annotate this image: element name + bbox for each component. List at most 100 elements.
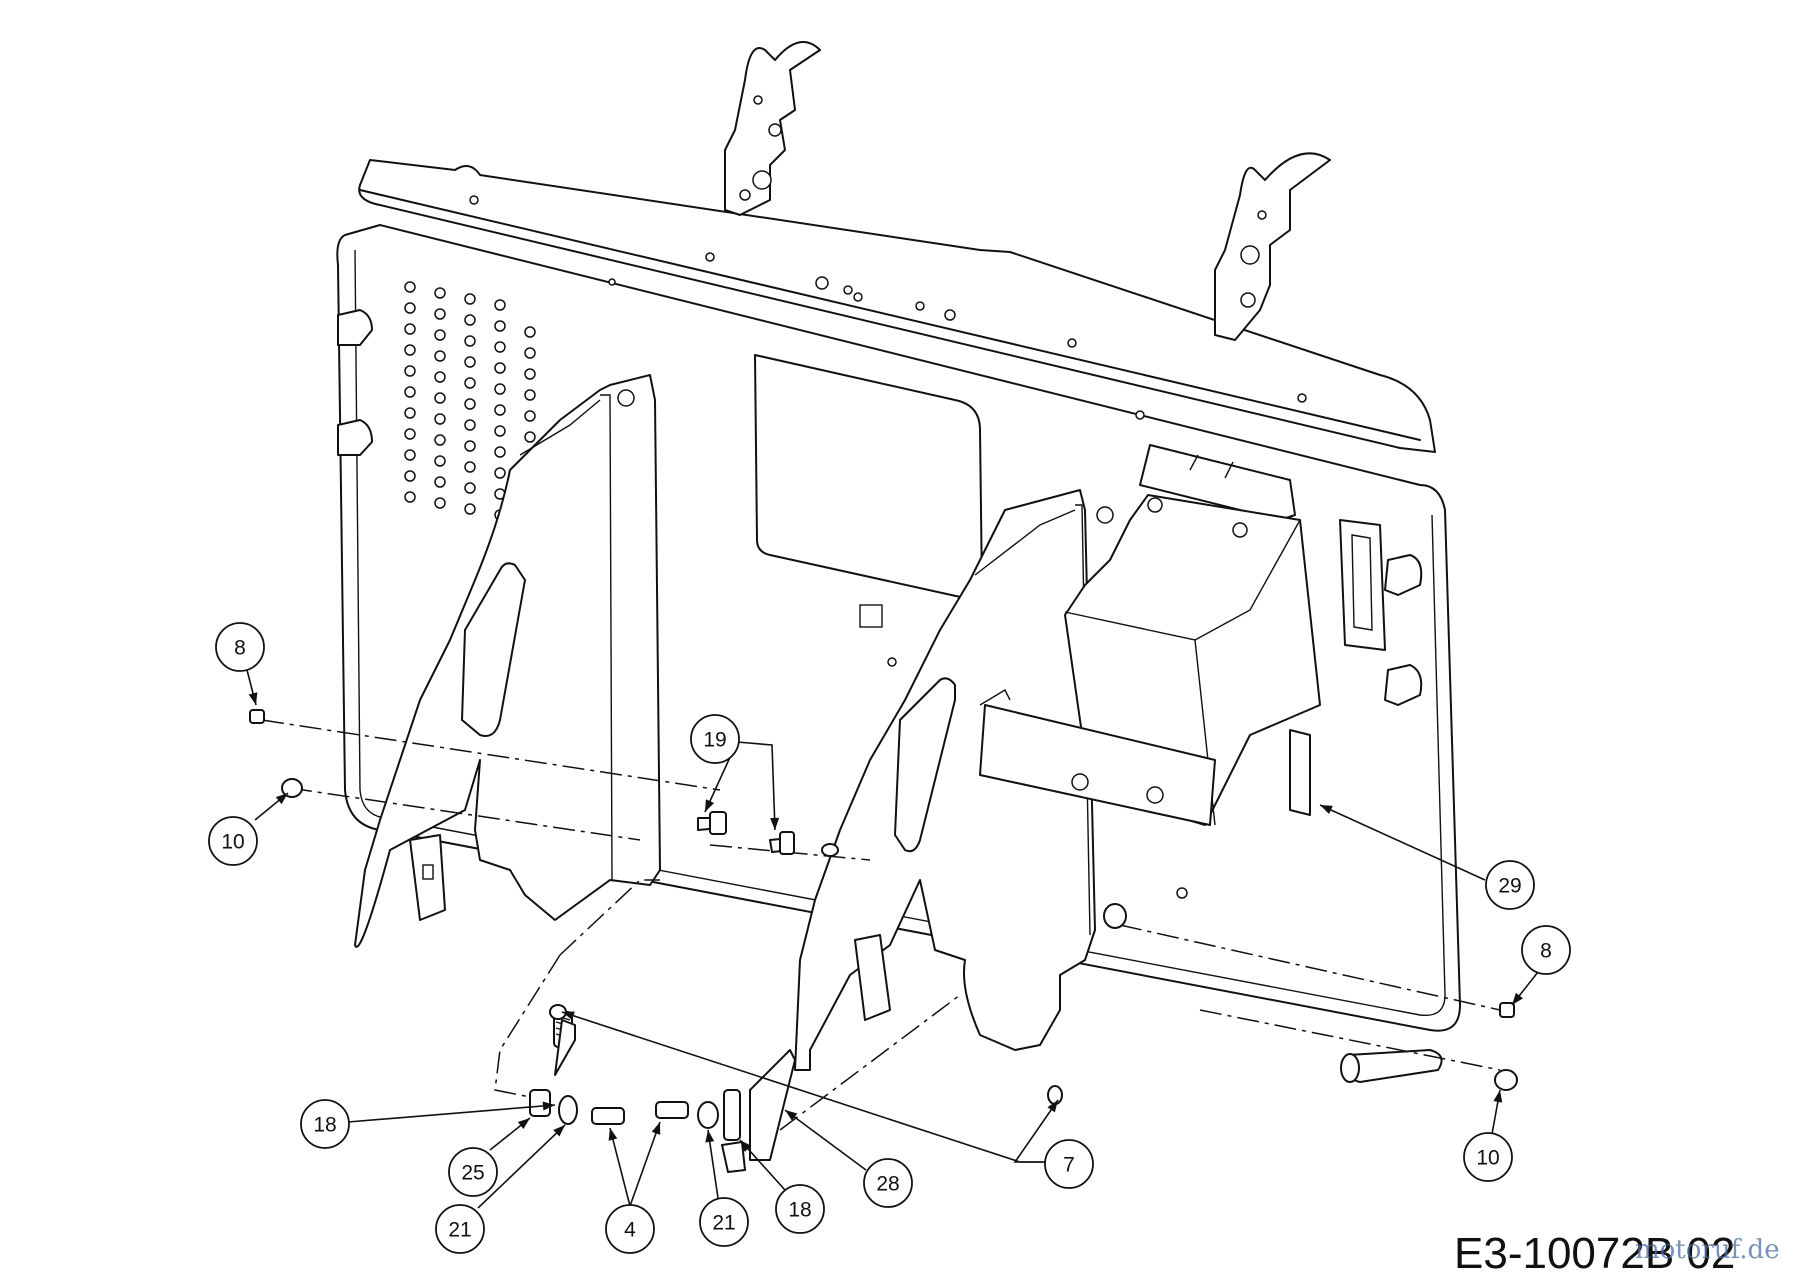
- vent-hole: [464, 482, 476, 494]
- vent-hole: [404, 428, 416, 440]
- hardware-parts: [249, 709, 1518, 1173]
- lever-28: [749, 1049, 796, 1161]
- spring-18-right: [723, 1089, 741, 1141]
- callout-circle: [605, 1204, 655, 1254]
- vent-hole: [464, 314, 476, 326]
- callout-21: 21: [435, 1124, 566, 1254]
- nut-8-right: [1499, 1002, 1515, 1018]
- vent-hole: [404, 407, 416, 419]
- callout-arrowhead: [740, 1140, 752, 1152]
- vent-hole: [464, 356, 476, 368]
- vent-hole: [404, 491, 416, 503]
- callout-number: 10: [1476, 1147, 1499, 1170]
- vent-hole: [434, 392, 446, 404]
- vent-hole: [434, 434, 446, 446]
- vent-hole: [434, 497, 446, 509]
- callout-arrowhead: [651, 1122, 661, 1135]
- washer-21-right: [697, 1101, 719, 1129]
- vent-hole: [404, 323, 416, 335]
- vent-hole: [494, 299, 506, 311]
- callout-leader-line: [736, 741, 776, 831]
- drawing-code: E3-10072B 02: [1454, 1229, 1735, 1272]
- callout-28: 28: [784, 1109, 913, 1208]
- vent-hole: [434, 350, 446, 362]
- callout-arrowhead: [1493, 1090, 1503, 1103]
- callout-arrowhead: [542, 1101, 555, 1111]
- watermark-logo: motoruf.de: [1635, 1235, 1780, 1265]
- vent-hole: [494, 404, 506, 416]
- vent-hole: [464, 419, 476, 431]
- washer-21-left: [558, 1095, 578, 1125]
- callout-arrowhead: [562, 1011, 575, 1021]
- callout-19: 19: [690, 714, 780, 831]
- vent-hole: [464, 335, 476, 347]
- callout-number: 25: [461, 1162, 484, 1185]
- callout-arrowhead: [1320, 805, 1333, 815]
- callout-10: 10: [208, 792, 289, 866]
- left-seat-support-plate: [354, 374, 661, 948]
- callout-circle: [448, 1147, 498, 1197]
- vent-hole: [434, 413, 446, 425]
- nut-10-left: [281, 778, 303, 798]
- callout-circle: [775, 1184, 825, 1234]
- callout-number: 18: [788, 1199, 811, 1222]
- callout-18: 18: [300, 1099, 556, 1149]
- callout-leader-line: [629, 1121, 661, 1207]
- bolt-4-b: [655, 1101, 689, 1119]
- nut-10-right: [1494, 1069, 1518, 1091]
- callout-circle: [699, 1197, 749, 1247]
- vent-hole: [404, 344, 416, 356]
- callout-arrowhead: [517, 1118, 530, 1130]
- callout-circle: [215, 622, 265, 672]
- vent-hole: [524, 347, 536, 359]
- callout-circle: [1485, 860, 1535, 910]
- vent-hole: [494, 383, 506, 395]
- vent-hole: [404, 281, 416, 293]
- callout-4: 4: [605, 1121, 661, 1254]
- vent-hole: [464, 503, 476, 515]
- callout-circle: [300, 1099, 350, 1149]
- callout-arrowhead: [770, 817, 780, 830]
- screw-7-b: [1047, 1085, 1063, 1105]
- vent-hole: [494, 446, 506, 458]
- callout-arrowhead: [1512, 992, 1523, 1005]
- callout-number: 4: [624, 1219, 636, 1242]
- callout-18: 18: [739, 1139, 825, 1234]
- vent-hole: [434, 371, 446, 383]
- callout-circle: [1463, 1132, 1513, 1182]
- vent-hole: [404, 386, 416, 398]
- callout-circle: [1044, 1139, 1094, 1189]
- vent-hole: [494, 320, 506, 332]
- nut-8-left: [249, 709, 265, 724]
- bolt-4-a: [591, 1107, 625, 1125]
- callout-circle: [435, 1204, 485, 1254]
- callout-10: 10: [1463, 1089, 1513, 1182]
- callout-number: 21: [712, 1212, 735, 1235]
- right-seat-support-plate: [794, 489, 1114, 1071]
- callout-arrowhead: [553, 1125, 565, 1137]
- vent-hole: [404, 470, 416, 482]
- callout-25: 25: [448, 1117, 531, 1197]
- vent-hole: [524, 389, 536, 401]
- callout-number: 7: [1063, 1154, 1075, 1177]
- callout-circle: [208, 816, 258, 866]
- vent-hole: [524, 431, 536, 443]
- vent-hole: [464, 377, 476, 389]
- callout-leader-line: [1013, 1099, 1059, 1163]
- callout-number: 19: [703, 729, 726, 752]
- callout-leader-line: [609, 1127, 631, 1207]
- vent-hole: [494, 341, 506, 353]
- callout-number: 28: [876, 1173, 899, 1196]
- vent-hole: [494, 467, 506, 479]
- vent-hole: [434, 455, 446, 467]
- callout-arrowhead: [785, 1110, 798, 1121]
- vent-hole: [464, 398, 476, 410]
- right-seat-hinge-bracket: [1214, 152, 1331, 341]
- panel-top-flange: [358, 159, 1436, 453]
- vent-hole: [464, 293, 476, 305]
- vent-hole: [524, 326, 536, 338]
- vent-hole: [404, 449, 416, 461]
- vent-hole: [464, 440, 476, 452]
